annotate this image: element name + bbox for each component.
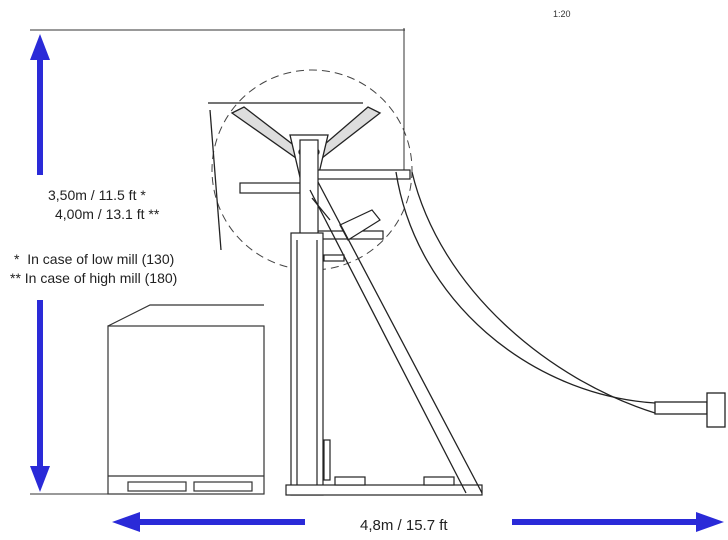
height-dimension-low: 3,50m / 11.5 ft * <box>48 187 146 203</box>
dimension-arrows <box>30 34 724 532</box>
note-high-mill: ** In case of high mill (180) <box>10 270 178 286</box>
width-arrow-left-head <box>112 512 140 532</box>
height-arrow-down-head <box>30 466 50 492</box>
curved-chute <box>395 171 726 428</box>
reference-lines <box>30 28 405 495</box>
scale-label: 1:20 <box>553 9 571 19</box>
height-arrow-up-head <box>30 34 50 60</box>
width-dimension: 4,8m / 15.7 ft <box>356 517 452 534</box>
height-dimension-high: 4,00m / 13.1 ft ** <box>55 206 160 222</box>
mill-column <box>285 139 483 496</box>
note-low-mill: * In case of low mill (130) <box>14 251 175 267</box>
diagonal-brace <box>309 181 483 494</box>
width-arrow-right-head <box>696 512 724 532</box>
beams <box>239 169 411 262</box>
pallet-box <box>107 304 265 495</box>
